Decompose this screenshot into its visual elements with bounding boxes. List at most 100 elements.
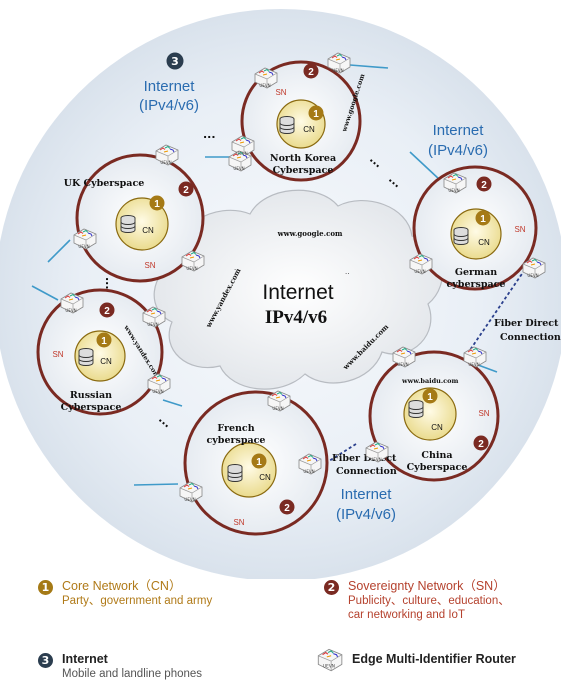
router-label: UEVN	[370, 457, 381, 462]
center-ipv-label: IPv4/v6	[265, 307, 327, 328]
database-icon	[279, 116, 295, 134]
cyberspace-name-china: Cyberspace	[407, 462, 468, 473]
legend-core-network: 1 Core Network（CN） Party、government and …	[38, 579, 212, 608]
internet-legend-badge: 3	[38, 653, 53, 668]
cyberspace-diagram: Internet IPv4/v6 www.google.com www.yand…	[0, 9, 561, 579]
cn-badge-number: 1	[101, 336, 107, 347]
internet-label-line2: (IPv4/v6)	[428, 142, 488, 159]
router-label: UEVN	[397, 362, 408, 367]
legend-router: UEVN Edge Multi-Identifier Router	[314, 646, 516, 672]
cn-badge-number: 1	[480, 214, 486, 225]
sovereignty-badge: 2	[324, 580, 339, 595]
fiber-label-right: Connection	[500, 332, 561, 343]
router-label: UEVN	[160, 160, 171, 165]
cyberspace-name-french: French	[217, 423, 254, 434]
sn-badge-number: 2	[284, 503, 290, 514]
sn-badge-number: 2	[183, 185, 189, 196]
database-icon	[408, 400, 424, 418]
sn-badge-number: 2	[478, 439, 484, 450]
fiber-label-bottom: Connection	[336, 466, 397, 477]
core-badge: 1	[38, 580, 53, 595]
router-label: UEVN	[527, 273, 538, 278]
ellipsis: ...	[203, 128, 216, 141]
ring-url-china: www.baidu.com	[401, 377, 458, 385]
router-label: UEVN	[65, 308, 76, 313]
legend-core-title: Core Network（CN）	[62, 579, 182, 593]
cyberspace-name-russian: Cyberspace	[61, 402, 122, 413]
legend-sovereignty-desc: Publicity、culture、education、	[348, 595, 510, 607]
database-icon	[120, 215, 136, 233]
badge-group-china: 1 2	[422, 388, 489, 451]
internet-label-line2: (IPv4/v6)	[139, 97, 199, 114]
router-label: UEVN	[272, 406, 283, 411]
internet-label-line2: (IPv4/v6)	[336, 506, 396, 523]
cn-label: CN	[100, 357, 112, 366]
cyberspace-name-german: cyberspace	[447, 279, 506, 290]
sn-label: SN	[52, 350, 63, 359]
database-icon	[78, 348, 94, 366]
router-label: UEVN	[152, 389, 163, 394]
legend-internet: 3 Internet Mobile and landline phones	[38, 652, 202, 681]
router-label: UEVN	[468, 362, 479, 367]
router-label: UEVN	[186, 266, 197, 271]
router-label: UEVN	[259, 83, 270, 88]
cn-label: CN	[142, 226, 154, 235]
router-label: UEVN	[332, 68, 343, 73]
router-label: UEVN	[147, 322, 158, 327]
sn-label: SN	[514, 225, 525, 234]
legend-sovereignty-title: Sovereignty Network（SN）	[348, 579, 506, 593]
badge-group-north-korea: 1 2	[303, 63, 324, 121]
router-icon: UEVN	[317, 648, 343, 672]
region-ring-russian	[36, 288, 164, 416]
sn-label: SN	[478, 409, 489, 418]
internet-cables	[31, 64, 498, 486]
router-label: UEVN	[323, 664, 335, 670]
internet-label-top-left: 3 Internet (IPv4/v6)	[139, 52, 199, 114]
fiber-label-bottom: Fiber Direct	[332, 453, 397, 464]
router-label: UEVN	[236, 151, 247, 156]
legend-internet-title: Internet	[62, 652, 108, 666]
legend-core-desc: Party、government and army	[62, 595, 213, 607]
center-internet-label: Internet	[262, 281, 333, 304]
cn-badge-number: 1	[256, 457, 262, 468]
cyberspace-name-north-korea: Cyberspace	[273, 165, 334, 176]
sn-badge-number: 2	[308, 67, 314, 78]
cn-badge-number: 1	[427, 392, 433, 403]
cyberspace-name-north-korea: North Korea	[270, 153, 336, 164]
cn-label: CN	[303, 125, 315, 134]
router-label: UEVN	[414, 269, 425, 274]
legend-internet-desc: Mobile and landline phones	[62, 668, 203, 680]
fiber-label-right: Fiber Direct	[494, 318, 559, 329]
sn-badge-number: 2	[481, 180, 487, 191]
cloud-dots: ..	[234, 263, 238, 272]
region-ring-uk	[75, 153, 205, 283]
cn-badge-number: 1	[313, 109, 319, 120]
cyberspace-name-german: German	[455, 267, 497, 278]
badge-group-french: 1 2	[251, 453, 295, 515]
sn-label: SN	[144, 261, 155, 270]
cloud-dots: ..	[345, 267, 349, 276]
cn-label: CN	[431, 423, 443, 432]
cn-label: CN	[259, 473, 271, 482]
internet-label-line1: Internet	[433, 122, 485, 139]
cloud-url-google: www.google.com	[277, 229, 343, 238]
ellipsis: ...	[103, 277, 116, 290]
legend-sovereignty-network: 2 Sovereignty Network（SN） Publicity、cult…	[324, 579, 510, 622]
internet-cloud	[153, 189, 443, 390]
router-label: UEVN	[233, 166, 244, 171]
database-icon	[453, 227, 469, 245]
internet-label-bottom: Internet (IPv4/v6)	[336, 486, 396, 523]
legend-router-title: Edge Multi-Identifier Router	[352, 651, 516, 666]
badge-group-russian: 1 2	[96, 302, 115, 348]
badge-group-german: 1 2	[475, 176, 492, 226]
cyberspace-name-uk: UK Cyberspace	[64, 178, 145, 189]
cn-label: CN	[478, 238, 490, 247]
router-label: UEVN	[303, 469, 314, 474]
internet-badge-number: 3	[171, 55, 179, 68]
fiber-links	[317, 264, 529, 469]
internet-label-top-right: Internet (IPv4/v6)	[428, 122, 488, 159]
sn-label: SN	[233, 518, 244, 527]
sn-badge-number: 2	[104, 306, 110, 317]
sn-label: SN	[275, 88, 286, 97]
cyberspace-name-russian: Russian	[70, 390, 112, 401]
